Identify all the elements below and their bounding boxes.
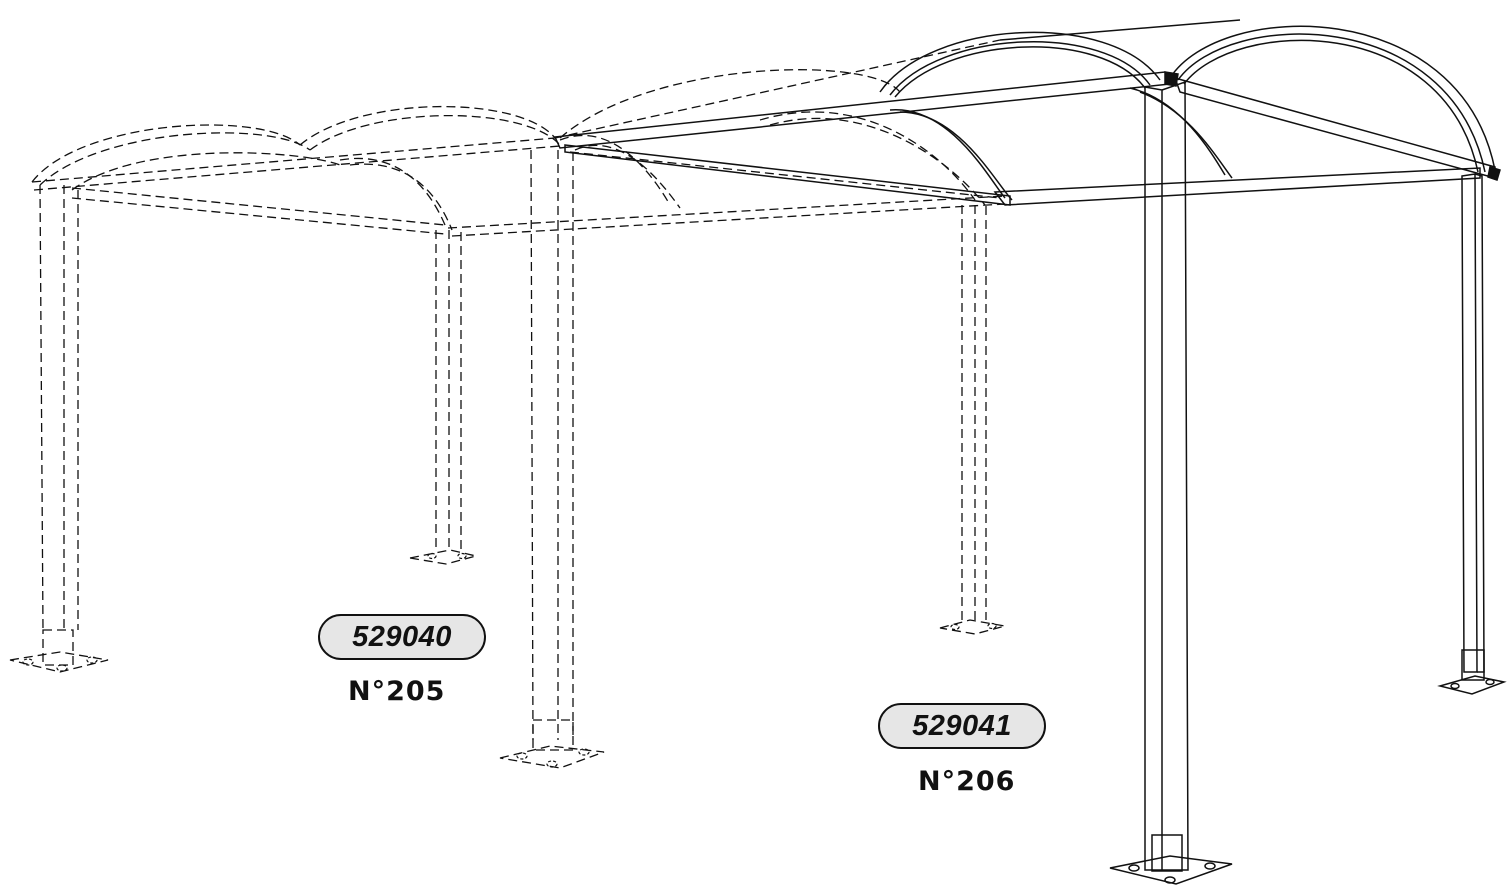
item-number-205: N°205 [348, 676, 446, 707]
reference-badge-529040: 529040 [318, 614, 486, 660]
solid-module-529041 [553, 19, 1507, 885]
dashed-module-529040 [9, 39, 1006, 769]
reference-badge-529041: 529041 [878, 703, 1046, 749]
dashed-base-bolts [22, 552, 997, 768]
item-number-206: N°206 [918, 766, 1016, 797]
reference-text: 529041 [912, 709, 1012, 742]
reference-text: 529040 [352, 620, 452, 653]
